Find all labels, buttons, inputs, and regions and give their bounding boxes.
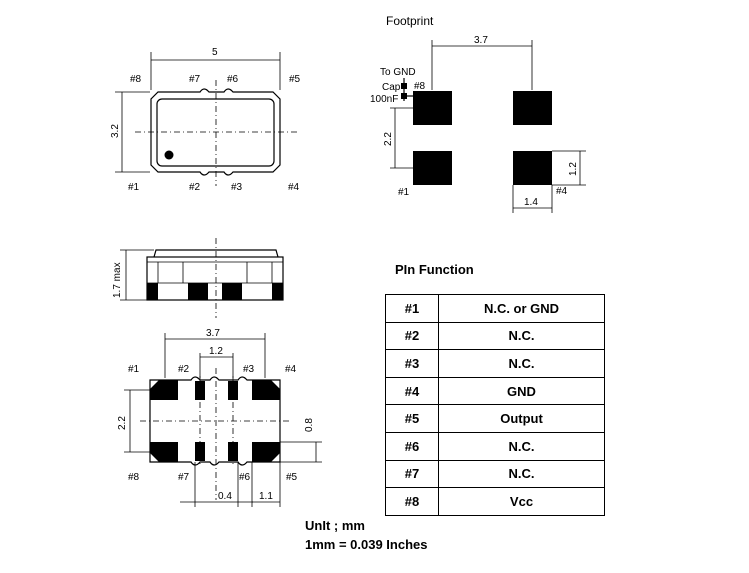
pin-function-cell: N.C. (438, 321, 605, 351)
top-height-label: 3.2 (110, 124, 121, 138)
bottom-pad-8 (150, 442, 178, 462)
bottom-pin-4: #4 (285, 364, 297, 375)
bottom-pin-2: #2 (178, 364, 190, 375)
pin-function-cell: GND (438, 376, 605, 406)
side-height-label: 1.7 max (112, 262, 123, 298)
fp-pin8-label: #8 (414, 81, 426, 92)
unit-note: UnIt ; mm (305, 518, 365, 533)
fp-pin1-label: #1 (398, 187, 410, 198)
top-lid (156, 98, 275, 167)
pin-number-cell: #4 (385, 376, 439, 406)
top-pin-8: #8 (130, 74, 142, 85)
cap-value-label: 100nF (370, 94, 398, 105)
top-view: 5 3.2 #8 #7 #6 #5 #1 #2 #3 #4 (110, 47, 301, 193)
bottom-pad-5 (252, 442, 280, 462)
pin-function-cell: N.C. (438, 349, 605, 378)
top-pin-7: #7 (189, 74, 201, 85)
footprint-title: Footprint (386, 14, 434, 28)
bottom-pin-6: #6 (239, 472, 251, 483)
cap-label: Cap (382, 82, 401, 93)
side-pad-2 (188, 283, 208, 300)
top-pin-5: #5 (289, 74, 301, 85)
bottom-pad-1 (150, 380, 178, 400)
to-gnd-label: To GND (380, 67, 416, 78)
pin1-dot (164, 150, 174, 160)
bottom-pad-6 (228, 442, 238, 461)
pin-function-cell: Output (438, 404, 605, 433)
pin-number-cell: #6 (385, 431, 439, 461)
bottom-pad-7 (195, 442, 205, 461)
fp-pad-5 (513, 91, 552, 125)
side-pad-1 (147, 283, 158, 300)
bottom-pin-7: #7 (178, 472, 190, 483)
side-view: 1.7 max (112, 238, 284, 318)
cap-bottom-pad (401, 93, 407, 99)
bottom-edge-label: 1.1 (259, 491, 273, 502)
pin-number-cell: #1 (385, 294, 439, 323)
fp-pin4-label: #4 (556, 186, 568, 197)
footprint-pitch-label: 3.7 (474, 35, 488, 46)
top-width-label: 5 (212, 47, 218, 58)
side-body (146, 256, 284, 301)
top-pin-6: #6 (227, 74, 239, 85)
pin-number-cell: #7 (385, 459, 439, 489)
bottom-pin-8: #8 (128, 472, 140, 483)
fp-pad-4 (513, 151, 552, 185)
bottom-view: 3.7 1.2 2.2 0.8 (117, 328, 322, 507)
pin-number-cell: #5 (385, 404, 439, 433)
pin-number-cell: #3 (385, 349, 439, 378)
conversion-note: 1mm = 0.039 Inches (305, 537, 428, 552)
top-pin-1: #1 (128, 182, 140, 193)
bottom-row-label: 2.2 (117, 416, 128, 430)
pin-number-cell: #8 (385, 487, 439, 516)
side-lid (153, 249, 279, 258)
fp-pad-8 (413, 91, 452, 125)
pin-function-cell: N.C. (438, 431, 605, 461)
side-pad-3 (222, 283, 242, 300)
footprint-padh-label: 1.2 (568, 162, 579, 176)
top-pin-3: #3 (231, 182, 243, 193)
bottom-inner-label: 1.2 (209, 346, 223, 357)
bottom-pin-3: #3 (243, 364, 255, 375)
bottom-pad-4 (252, 380, 280, 400)
footprint-rowgap-label: 2.2 (383, 132, 394, 146)
top-pin-4: #4 (288, 182, 300, 193)
pin-number-cell: #2 (385, 321, 439, 351)
top-pin-2: #2 (189, 182, 201, 193)
bottom-gap-label: 0.4 (218, 491, 232, 502)
pin-function-title: PIn Function (395, 262, 474, 277)
pin-function-cell: Vcc (438, 487, 605, 516)
bottom-pin-5: #5 (286, 472, 298, 483)
bottom-padh-label: 0.8 (304, 418, 315, 432)
footprint: Footprint 3.7 To GND Cap 100nF #8 2.2 1.… (370, 14, 586, 213)
bottom-pitch-label: 3.7 (206, 328, 220, 339)
fp-pad-1 (413, 151, 452, 185)
footprint-padw-label: 1.4 (524, 197, 538, 208)
pin-function-cell: N.C. (438, 459, 605, 489)
pin-function-cell: N.C. or GND (438, 294, 605, 323)
top-package-outline (150, 88, 281, 176)
side-pad-4 (272, 283, 283, 300)
cap-top-pad (401, 83, 407, 89)
bottom-pin-1: #1 (128, 364, 140, 375)
